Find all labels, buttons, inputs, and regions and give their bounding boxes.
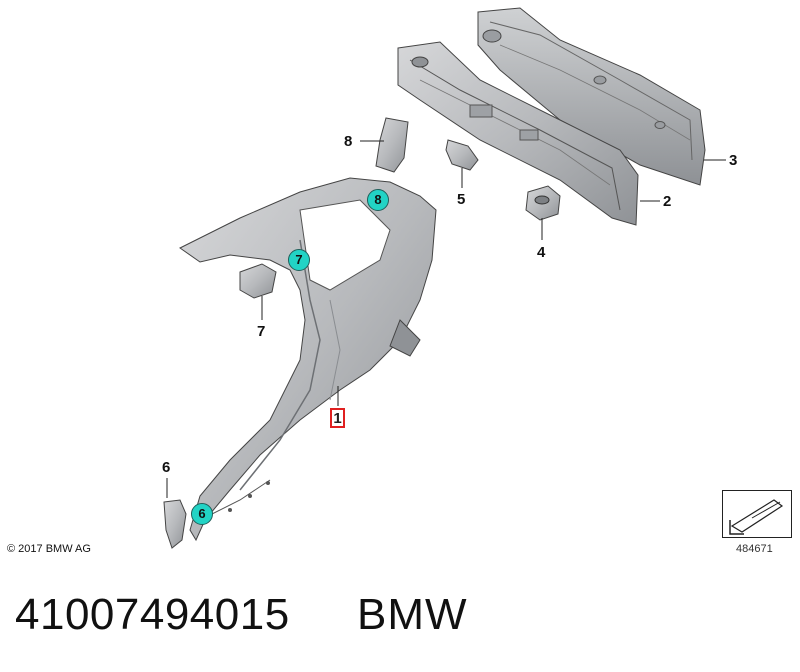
leader-lines (166, 140, 726, 498)
callout-7: 7 (257, 323, 266, 340)
callout-3: 3 (729, 152, 738, 169)
reference-arrow-icon (722, 490, 792, 538)
part-7-bracket (239, 263, 277, 299)
callout-2: 2 (663, 193, 672, 210)
part-3-rear-panel (477, 7, 706, 186)
callout-5: 5 (457, 191, 466, 208)
callout-8: 8 (344, 133, 353, 150)
part-6-bracket (163, 499, 187, 549)
callout-1-highlighted[interactable]: 1 (330, 408, 345, 428)
badge-6[interactable]: 6 (191, 503, 213, 525)
callout-6: 6 (162, 459, 171, 476)
part-2-cross-member (397, 41, 639, 226)
part-5-bracket (445, 139, 479, 171)
part-1-side-panel (179, 177, 437, 542)
callout-4: 4 (537, 244, 546, 261)
reference-number: 484671 (736, 543, 773, 555)
copyright-text: © 2017 BMW AG (7, 543, 91, 555)
part-4-mount (525, 185, 561, 221)
parts-diagram (163, 7, 726, 549)
part-8-plate (375, 117, 409, 173)
badge-7[interactable]: 7 (288, 249, 310, 271)
brand-name: BMW (357, 590, 468, 639)
badge-8[interactable]: 8 (367, 189, 389, 211)
part-number: 41007494015 (15, 590, 290, 639)
